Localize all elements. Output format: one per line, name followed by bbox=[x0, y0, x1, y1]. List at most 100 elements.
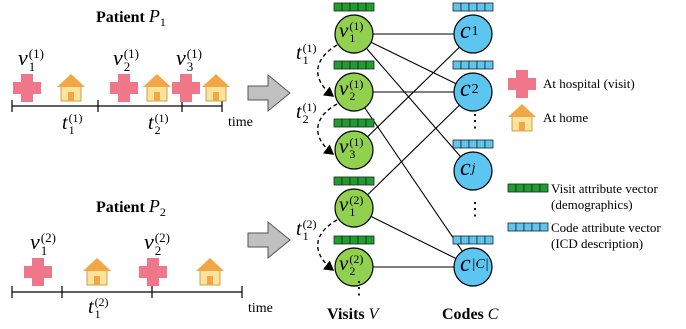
codes-caption: Codes C bbox=[442, 306, 498, 324]
patient2-interval-label-sup: (2) bbox=[94, 295, 109, 310]
legend-hospital-icon bbox=[508, 70, 536, 98]
vector-cell bbox=[365, 176, 375, 186]
visit-node-label-base: v bbox=[339, 192, 349, 216]
vector-cell bbox=[539, 222, 549, 232]
vector-cell bbox=[515, 222, 525, 232]
house-door bbox=[213, 92, 219, 101]
codes-ellipsis-2: ⋮ bbox=[466, 199, 484, 219]
visit-node-label: v(1)2 bbox=[339, 76, 363, 102]
transform-arrow-1 bbox=[247, 73, 291, 113]
legend-visit-vector: Visit attribute vector (demographics) bbox=[551, 181, 658, 213]
patient2-visit-label-sub: 2 bbox=[154, 242, 162, 258]
house-roof bbox=[508, 104, 536, 117]
visit-node-label-base: v bbox=[339, 18, 349, 42]
house-roof bbox=[196, 258, 224, 271]
visit-node-label-sup: (1) bbox=[349, 77, 364, 92]
code-node-label-base: c bbox=[460, 18, 471, 44]
vector-cell bbox=[452, 2, 462, 12]
vector-cell bbox=[357, 176, 367, 186]
house-door bbox=[94, 276, 100, 285]
visit-node bbox=[334, 247, 374, 287]
patient1-title-prefix: Patient bbox=[96, 9, 145, 26]
transform-arrow-2 bbox=[247, 220, 291, 260]
vector-cell bbox=[341, 235, 351, 245]
patient2-title-sub: 2 bbox=[159, 205, 166, 220]
vector-cell bbox=[365, 235, 375, 245]
vector-cell bbox=[357, 235, 367, 245]
vector-cell bbox=[333, 60, 343, 70]
vector-cell bbox=[357, 60, 367, 70]
vector-cell bbox=[349, 60, 359, 70]
vector-cell bbox=[484, 139, 494, 149]
graph-interval-label-sub: 1 bbox=[302, 229, 309, 244]
cross-horizontal bbox=[110, 82, 138, 94]
codes-caption-text: Codes bbox=[442, 306, 484, 323]
visits-caption-var: V bbox=[368, 306, 379, 323]
visit-code-edge bbox=[353, 91, 474, 209]
visit-node-label-base: v bbox=[339, 76, 349, 100]
visit-node-label-sub: 1 bbox=[349, 205, 356, 220]
code-node-label-base: c bbox=[460, 76, 471, 102]
vector-cell bbox=[460, 235, 470, 245]
graph-interval-label: t(1)2 bbox=[296, 101, 317, 125]
visit-attribute-bar bbox=[333, 60, 375, 70]
graph-interval-label-base: t bbox=[296, 101, 302, 123]
hospital-icon bbox=[172, 74, 200, 102]
graph-interval-label-base: t bbox=[296, 218, 302, 240]
patient1-visit-label-sup: (1) bbox=[186, 45, 202, 61]
vector-cell bbox=[476, 60, 486, 70]
codes-caption-var: C bbox=[487, 306, 499, 323]
vector-cell bbox=[507, 183, 517, 193]
patient1-visit-label: v(1)2 bbox=[113, 45, 139, 73]
graph-interval-label-base: t bbox=[296, 42, 302, 64]
house-roof bbox=[83, 258, 111, 271]
vector-cell bbox=[476, 2, 486, 12]
hospital-icon bbox=[13, 74, 41, 102]
visit-node bbox=[334, 72, 374, 112]
vector-cell bbox=[349, 176, 359, 186]
patient1-visit-label-sub: 3 bbox=[186, 58, 194, 74]
home-icon bbox=[83, 258, 111, 286]
visit-node-label-sub: 2 bbox=[349, 264, 356, 279]
code-node-label-sub: 2 bbox=[471, 82, 479, 98]
graph-interval-label: t(1)1 bbox=[296, 42, 317, 66]
vector-cell bbox=[341, 118, 351, 128]
home-icon bbox=[196, 258, 224, 286]
hospital-icon bbox=[24, 258, 52, 286]
code-attribute-bar bbox=[452, 60, 494, 70]
vector-cell bbox=[523, 183, 533, 193]
code-attribute-bar bbox=[452, 139, 494, 149]
patient1-title-sub: 1 bbox=[159, 15, 166, 30]
vector-cell bbox=[452, 139, 462, 149]
vector-cell bbox=[333, 176, 343, 186]
patient1-interval-label-sup: (1) bbox=[154, 111, 169, 126]
patient2-title: Patient P2 bbox=[96, 196, 166, 220]
vector-cell bbox=[476, 235, 486, 245]
house-door bbox=[207, 276, 213, 285]
visit-node-label-sub: 3 bbox=[349, 147, 356, 162]
visit-node-label: v(2)2 bbox=[339, 251, 363, 277]
cross-horizontal bbox=[13, 82, 41, 94]
temporal-arrow bbox=[317, 219, 338, 271]
visit-attribute-bar bbox=[333, 2, 375, 12]
visit-node-label-sup: (1) bbox=[349, 19, 364, 34]
patient2-visit-label-sup: (2) bbox=[154, 229, 170, 245]
legend-hospital-label: At hospital (visit) bbox=[543, 76, 635, 91]
graph-interval-label-sup: (1) bbox=[302, 41, 317, 56]
patient1-interval-label-sup: (1) bbox=[68, 111, 83, 126]
patient1-interval-label-sub: 2 bbox=[154, 123, 161, 138]
legend-code-vector-line1: Code attribute vector bbox=[551, 220, 661, 235]
legend-code-bar bbox=[507, 222, 549, 232]
patient1-interval-label-base: t bbox=[148, 112, 154, 134]
vector-cell bbox=[515, 183, 525, 193]
legend-home-label: At home bbox=[543, 110, 589, 125]
vector-cell bbox=[349, 2, 359, 12]
house-door bbox=[154, 92, 160, 101]
codes-ellipsis-1: ⋮ bbox=[466, 111, 484, 131]
graph-interval-label-sub: 1 bbox=[302, 53, 309, 68]
patient1-visit-label-base: v bbox=[113, 45, 123, 70]
patient1-visit-label: v(1)1 bbox=[18, 45, 44, 73]
legend-visit-vector-line1: Visit attribute vector bbox=[551, 181, 658, 196]
